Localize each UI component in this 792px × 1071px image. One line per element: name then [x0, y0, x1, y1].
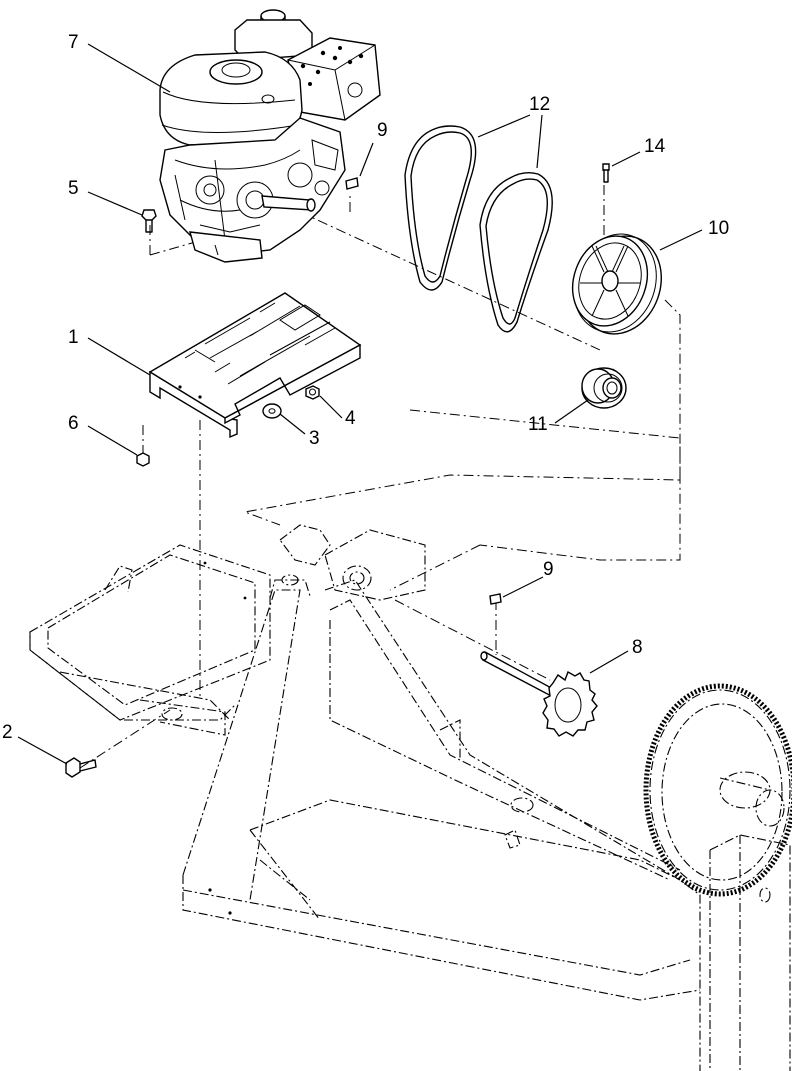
flat-washer [262, 403, 282, 419]
v-belts [404, 125, 553, 333]
callout-2: 2 [2, 722, 13, 743]
callout-9-lower: 9 [543, 559, 554, 580]
callout-11: 11 [528, 414, 548, 435]
mount-nut [136, 452, 150, 467]
pulley-set-screw [602, 163, 610, 183]
pinion-shaft-sprocket [480, 650, 598, 737]
callout-3: 3 [309, 428, 320, 449]
callout-14: 14 [644, 136, 666, 157]
engine-mount-plate [148, 292, 362, 439]
engine-mount-bolt [141, 209, 157, 233]
drive-pulley [571, 233, 662, 335]
callout-8: 8 [632, 637, 643, 658]
shaft-key [489, 593, 502, 605]
idler-pulley [581, 367, 627, 409]
callout-4: 4 [345, 408, 356, 429]
callout-7: 7 [68, 32, 79, 53]
leader-lines [17, 43, 703, 765]
callout-10: 10 [708, 218, 729, 239]
engine [159, 9, 381, 263]
callout-numbers: 7 5 9 12 14 10 1 6 4 3 11 9 8 2 [2, 32, 729, 743]
callout-1: 1 [68, 327, 79, 348]
ring-gear [643, 683, 792, 897]
mixer-frame [29, 524, 791, 1071]
callout-5: 5 [68, 178, 79, 199]
engine-shaft-key [345, 177, 359, 190]
callout-6: 6 [68, 413, 79, 434]
callout-9-upper: 9 [377, 120, 388, 141]
frame-bolt [65, 757, 97, 778]
callout-12: 12 [529, 94, 550, 115]
assembly-centerlines [79, 185, 681, 769]
lock-nut [305, 385, 320, 400]
